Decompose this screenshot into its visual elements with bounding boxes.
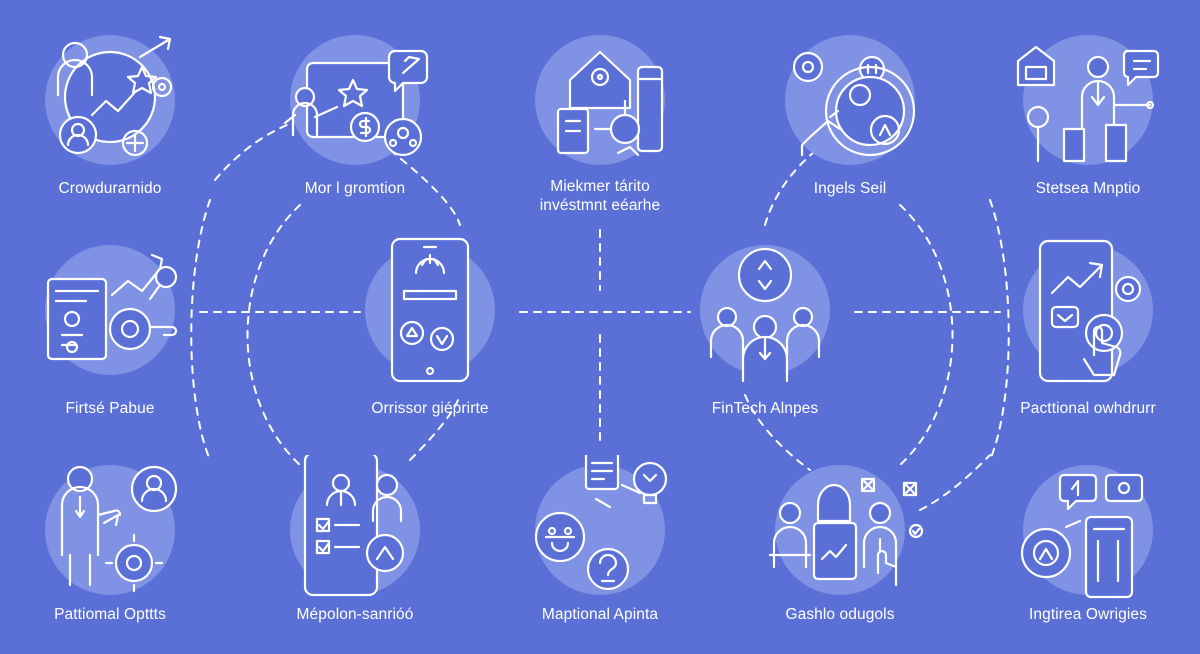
integration-icon <box>1020 465 1153 599</box>
mobile-checklist-icon <box>290 455 420 597</box>
item-label: Orrissor giéprirte <box>371 400 489 417</box>
fintech-team-icon <box>700 245 830 383</box>
item-angels: Ingels Seil <box>740 25 960 197</box>
idea-icon <box>534 455 668 595</box>
item-maptional: Maptional Apinta <box>490 455 710 623</box>
item-label: Maptional Apinta <box>541 606 659 623</box>
item-promotion: Mor l gromtion <box>245 25 465 197</box>
item-integration: Ingtirea Owrigies <box>978 455 1198 623</box>
angels-icon <box>785 35 916 165</box>
connector-left-arc <box>246 204 301 466</box>
item-investment: Miekmer tárito invéstmnt eéarhe <box>490 25 710 214</box>
item-label: Ingels Seil <box>813 180 887 197</box>
item-options: Pattiomal Opttts <box>0 455 220 623</box>
item-label: FinTech Alnpes <box>711 400 819 417</box>
item-label: Gashlo odugols <box>785 606 895 623</box>
item-label: Crowdurarnido <box>58 180 162 197</box>
crowdfunding-icon <box>45 35 175 165</box>
mobile-touch-icon <box>1023 239 1153 383</box>
connector-top-left2-arc <box>214 119 301 181</box>
item-label: Mépolon-sanrióó <box>296 606 414 623</box>
businessman-icon <box>45 465 178 595</box>
item-mobile-center: Orrissor giéprirte <box>320 235 540 417</box>
item-mobile-survey: Mépolon-sanrióó <box>245 455 465 623</box>
item-label: Mor l gromtion <box>304 180 406 197</box>
connector-bottom-right2-arc <box>919 454 991 511</box>
item-label: Pacttional owhdrurr <box>1020 400 1156 417</box>
connector-right-arc <box>899 204 954 466</box>
mobile-app-icon <box>365 237 495 383</box>
item-crowdfunding: Crowdurarnido <box>0 25 220 197</box>
connector-top-left-arc <box>389 149 461 226</box>
item-label: Pattiomal Opttts <box>54 606 166 623</box>
item-practical: Pacttional owhdrurr <box>978 235 1198 417</box>
first-public-icon <box>45 245 178 375</box>
item-label: Ingtirea Owrigies <box>1029 606 1147 623</box>
item-statistics: Stetsea Mnptio <box>978 25 1198 197</box>
item-label: Firtsé Pabue <box>65 400 155 417</box>
item-first-public: Firtsé Pabue <box>0 235 220 417</box>
presenter-icon <box>1016 35 1160 165</box>
team-woman-icon <box>768 465 924 595</box>
item-label: Miekmer tárito invéstmnt eéarhe <box>539 178 661 214</box>
connector-right-inner-arc <box>989 199 1010 461</box>
promotion-icon <box>283 35 429 165</box>
item-fintech: FinTech Alnpes <box>655 235 875 417</box>
item-gashlo: Gashlo odugols <box>730 455 950 623</box>
connector-bottom-left-arc <box>409 394 461 461</box>
connector-left-inner-arc <box>190 199 211 461</box>
connector-bottom-right-arc <box>744 394 811 471</box>
item-label: Stetsea Mnptio <box>1035 180 1141 197</box>
investment-icon <box>535 35 665 165</box>
